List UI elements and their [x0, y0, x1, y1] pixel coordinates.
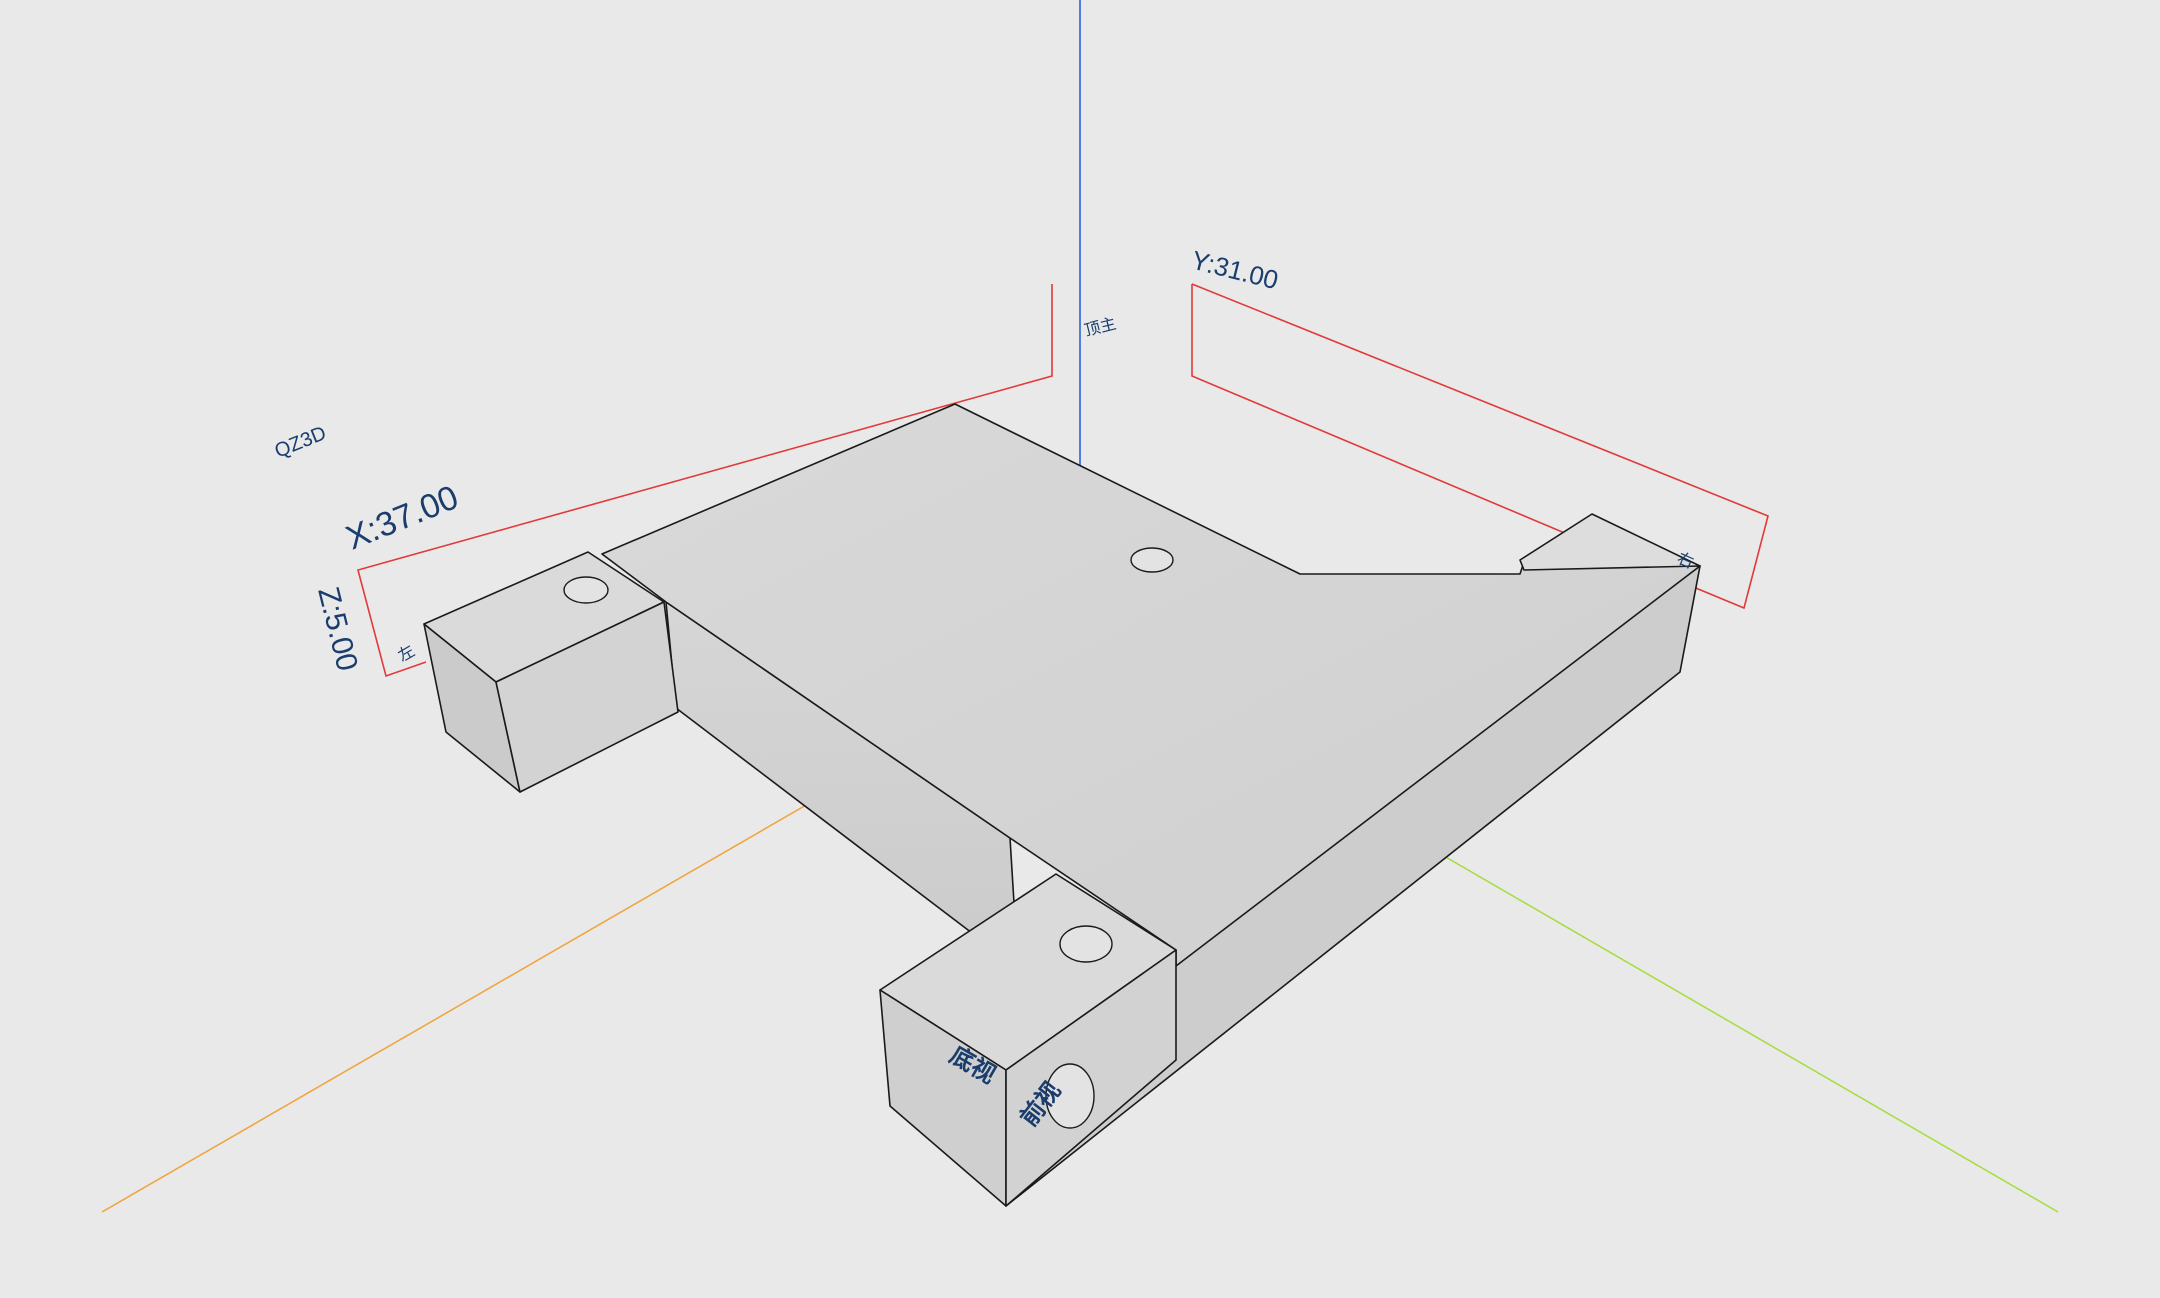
plate-center-hole [1130, 547, 1174, 573]
dimension-z-label: Z:5.00 [311, 584, 364, 675]
front-block-side [1005, 949, 1177, 1207]
rib-top [1519, 513, 1701, 571]
brand-label: QZ3D [272, 422, 330, 462]
axis-x-line [101, 781, 847, 1213]
left-block-hole [563, 576, 609, 604]
face-label-right: 右 [1674, 549, 1696, 572]
front-block-side-hole [1045, 1063, 1095, 1129]
front-block-top-hole [1059, 925, 1113, 963]
left-block-side [495, 601, 679, 793]
dimension-box-y [1191, 283, 1769, 610]
dimension-box-x [357, 284, 1053, 678]
face-label-top: 顶主 [1083, 315, 1118, 340]
axis-y-line [1405, 833, 2059, 1213]
face-label-left: 左 [395, 642, 418, 666]
